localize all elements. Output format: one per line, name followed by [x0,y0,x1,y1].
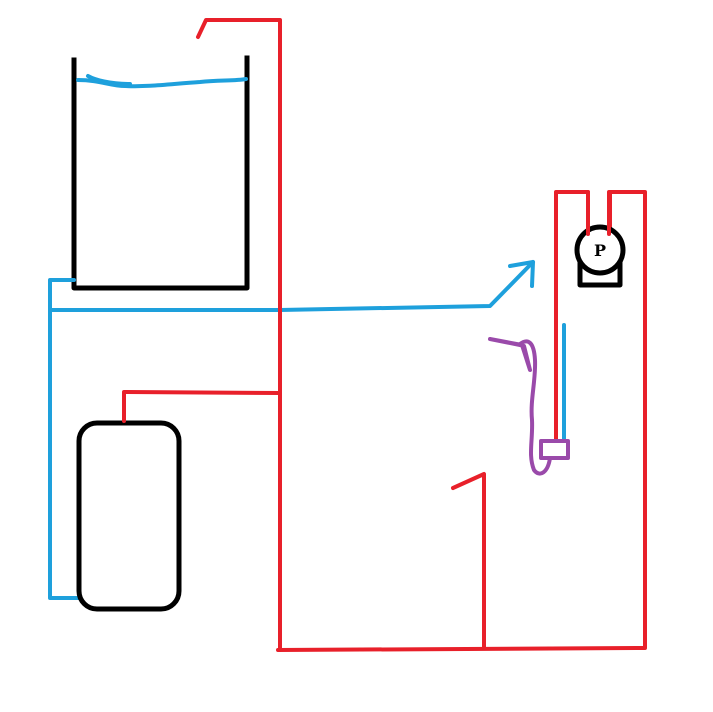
hose-fitting [539,439,570,460]
cold-pipe-to-arrow [48,260,535,312]
pump-label: P [594,241,606,260]
closed-tank [76,420,182,612]
water-line-ripple [86,74,132,86]
open-tank-walls [71,55,250,291]
flow-arrow-head-icon [508,260,535,288]
cold-pipe-network [48,260,566,600]
hose-assembly [488,337,570,476]
open-tank [71,55,250,291]
cold-pipe-left-riser [48,278,82,600]
hot-pipe-network [122,18,647,652]
hot-pipe-pump-outlet [554,190,590,442]
pump: P [574,190,626,288]
hot-pipe-main-riser [196,18,282,652]
hot-pipe-from-closed-tank [122,390,282,423]
hose-tube [518,339,552,476]
hose-nozzle-icon [488,337,532,372]
hot-pipe-branch [451,472,486,650]
pump-body [574,224,626,276]
